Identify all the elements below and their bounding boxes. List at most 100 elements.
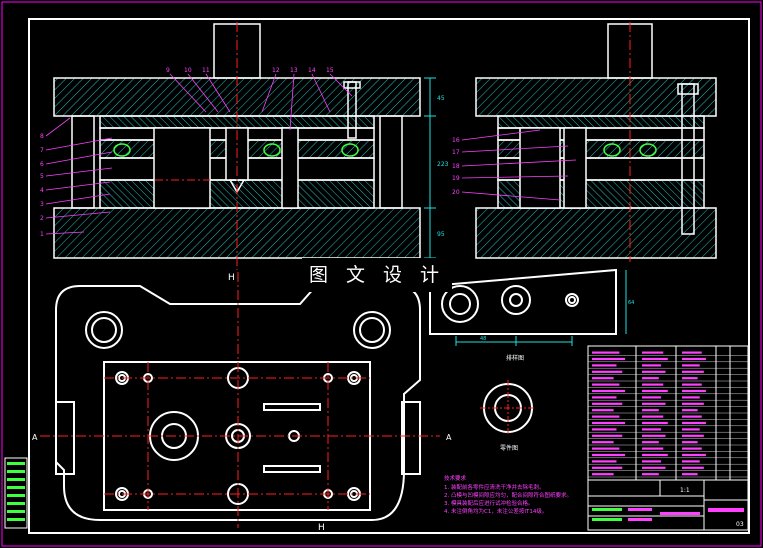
tech-title: 技术要求	[444, 474, 467, 482]
dim-total: 223	[437, 161, 449, 168]
parts-row-text-mark	[682, 466, 704, 469]
parts-row-text-mark	[642, 364, 662, 367]
parts-row-text-mark	[682, 428, 700, 431]
parts-row-text-mark	[682, 364, 700, 367]
dim-lower: 95	[437, 231, 445, 238]
callout-8: 8	[40, 133, 44, 140]
parts-row-text-mark	[682, 396, 700, 399]
part-view-title: 零件图	[500, 444, 518, 452]
title-block	[587, 479, 749, 531]
parts-row-text-mark	[642, 415, 664, 418]
parts-row-text-mark	[642, 447, 664, 450]
parts-row-text-mark	[592, 460, 617, 463]
title-block-marks	[592, 508, 744, 521]
section-label-bottom: H	[318, 523, 325, 533]
callout-15: 15	[326, 67, 334, 74]
tech-item-2: 2. 凸模与凹模间隙应均匀，配合间隙符合图纸要求。	[444, 491, 572, 499]
parts-row-text-mark	[642, 409, 659, 412]
parts-row-text-mark	[592, 370, 623, 373]
callout-leaders-left	[45, 117, 113, 235]
parts-row-text-mark	[642, 377, 659, 380]
parts-row-text-mark	[682, 377, 698, 380]
tech-item-4: 4. 未注倒角均为C1，未注公差按IT14级。	[444, 507, 547, 515]
parts-row-text-mark	[592, 421, 626, 425]
callout-3: 3	[40, 201, 44, 208]
callout-5: 5	[40, 173, 44, 180]
parts-row-text-mark	[682, 357, 706, 361]
parts-row-text-mark	[592, 383, 620, 386]
parts-row-text-mark	[682, 409, 698, 412]
callout-7: 7	[40, 147, 44, 154]
callout-20: 20	[452, 189, 460, 196]
title-block-sheet: 03	[736, 521, 744, 528]
callout-leaders-top	[169, 73, 353, 131]
parts-row-text-mark	[682, 460, 700, 463]
parts-row-text-mark	[642, 466, 666, 469]
callout-14: 14	[308, 67, 316, 74]
parts-row-text-mark	[592, 473, 614, 476]
tech-item-1: 1. 装配前各零件应清洗干净并去除毛刺。	[444, 483, 545, 491]
tech-requirements: 技术要求 1. 装配前各零件应清洗干净并去除毛刺。 2. 凸模与凹模间隙应均匀，…	[444, 474, 572, 515]
strip-view-title: 排样图	[506, 354, 524, 362]
parts-row-text-mark	[682, 402, 704, 405]
parts-row-text-mark	[592, 409, 614, 412]
tech-item-3: 3. 模具装配后应进行试冲检验合格。	[444, 499, 534, 507]
parts-row-text-mark	[642, 351, 664, 354]
parts-row-text-mark	[682, 351, 702, 354]
strip-layout	[429, 268, 617, 335]
callout-19: 19	[452, 175, 460, 182]
parts-row-text-mark	[592, 441, 614, 444]
parts-row-text-mark	[642, 428, 662, 431]
parts-row-text-mark	[642, 453, 668, 457]
parts-row-text-mark	[682, 441, 698, 444]
callout-leaders-right	[461, 129, 577, 201]
front-dimension	[424, 77, 436, 259]
callout-6: 6	[40, 161, 44, 168]
callout-18: 18	[452, 163, 460, 170]
parts-row-text-mark	[682, 434, 704, 437]
parts-row-text-mark	[592, 453, 626, 457]
parts-row-text-mark	[592, 447, 620, 450]
callout-11: 11	[202, 67, 210, 74]
parts-row-text-mark	[682, 421, 706, 425]
parts-row-text-mark	[592, 415, 620, 418]
parts-row-text-mark	[682, 473, 698, 476]
callout-labels-left: 1 2 3 4 5 6 7 8	[40, 133, 44, 238]
parts-row-text-mark	[642, 460, 662, 463]
parts-row-text-mark	[592, 402, 623, 405]
parts-row-text-mark	[592, 466, 623, 469]
side-section-view	[475, 23, 717, 259]
section-label-top: H	[228, 273, 235, 283]
revision-strip	[4, 457, 28, 529]
dim-upper: 45	[437, 95, 445, 102]
parts-row-text-mark	[642, 402, 666, 405]
parts-row-text-mark	[642, 357, 668, 361]
parts-row-text-mark	[592, 351, 620, 354]
parts-row-text-mark	[642, 396, 662, 399]
parts-row-text-mark	[592, 377, 614, 380]
callout-9: 9	[166, 67, 170, 74]
parts-row-text-mark	[642, 473, 659, 476]
parts-row-text-mark	[592, 389, 626, 393]
strip-pitch: 48	[480, 336, 486, 342]
watermark: 图 文 设 计	[302, 258, 452, 292]
callout-4: 4	[40, 187, 44, 194]
parts-row-text-mark	[682, 370, 704, 373]
callout-labels-right: 16 17 18 19 20	[452, 137, 460, 196]
parts-row-text-mark	[592, 357, 626, 361]
parts-row-text-mark	[682, 383, 702, 386]
callout-10: 10	[184, 67, 192, 74]
parts-row-text-mark	[592, 396, 617, 399]
title-block-scale: 1:1	[680, 487, 690, 494]
parts-row-text-mark	[682, 447, 702, 450]
parts-row-text-mark	[642, 441, 659, 444]
callout-13: 13	[290, 67, 298, 74]
parts-row-text-mark	[642, 370, 666, 373]
parts-list-rows	[588, 351, 748, 478]
parts-row-text-mark	[642, 389, 668, 393]
callout-17: 17	[452, 149, 460, 156]
parts-row-text-mark	[682, 415, 702, 418]
